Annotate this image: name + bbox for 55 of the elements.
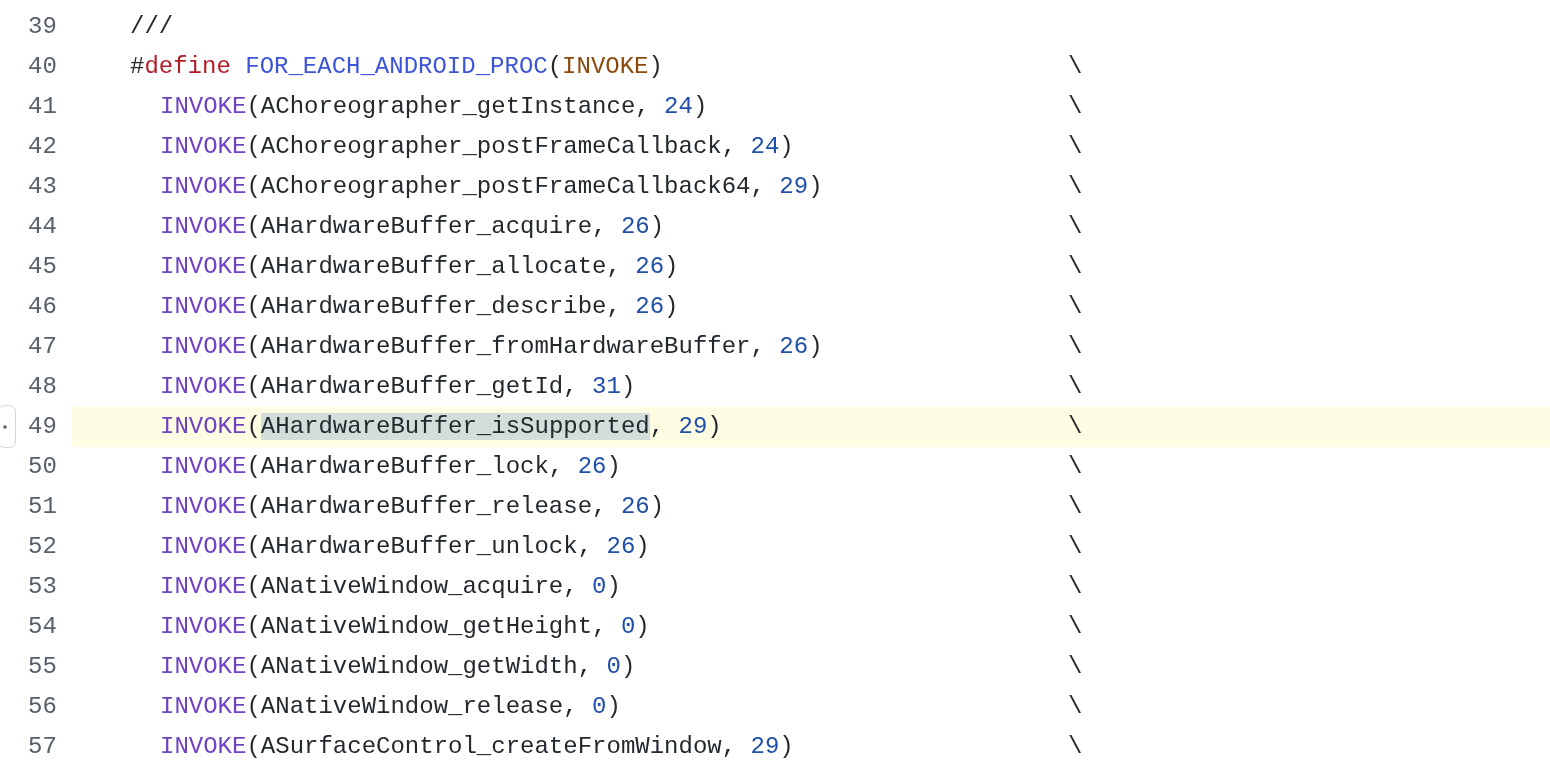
code-line: INVOKE(ANativeWindow_release, 0) xyxy=(160,694,621,720)
code-line: INVOKE(ANativeWindow_getWidth, 0) xyxy=(160,654,636,680)
line-number: 44 xyxy=(28,214,57,240)
line-number: 56 xyxy=(28,694,57,720)
line-continuation: \ xyxy=(1068,614,1083,640)
line-number: 43 xyxy=(28,174,57,200)
line-number: 51 xyxy=(28,494,57,520)
line-continuation: \ xyxy=(1068,734,1083,760)
line-continuation: \ xyxy=(1068,534,1083,560)
code-line: INVOKE(AHardwareBuffer_allocate, 26) xyxy=(160,254,679,280)
code-line: INVOKE(AHardwareBuffer_acquire, 26) xyxy=(160,214,665,240)
code-line: INVOKE(AHardwareBuffer_describe, 26) xyxy=(160,294,679,320)
code-line: INVOKE(ANativeWindow_getHeight, 0) xyxy=(160,614,650,640)
code-line: INVOKE(ANativeWindow_acquire, 0) xyxy=(160,574,621,600)
line-continuation: \ xyxy=(1068,494,1083,520)
line-number: 53 xyxy=(28,574,57,600)
line-continuation: \ xyxy=(1068,574,1083,600)
code-line: INVOKE(AChoreographer_postFrameCallback64, 29) xyxy=(160,174,823,200)
line-number: 47 xyxy=(28,334,57,360)
line-number: 48 xyxy=(28,374,57,400)
code-line: INVOKE(ASurfaceControl_createFromWindow, 29) xyxy=(160,734,794,760)
line-number: 41 xyxy=(28,94,57,120)
line-continuation: \ xyxy=(1068,174,1083,200)
line-continuation: \ xyxy=(1068,94,1083,120)
line-number: 40 xyxy=(28,54,57,80)
line-continuation: \ xyxy=(1068,654,1083,680)
line-number: 57 xyxy=(28,734,57,760)
line-number: 39 xyxy=(28,14,57,40)
code-line: INVOKE(AHardwareBuffer_getId, 31) xyxy=(160,374,636,400)
code-line: INVOKE(AChoreographer_getInstance, 24) xyxy=(160,94,708,120)
line-number: 55 xyxy=(28,654,57,680)
line-continuation: \ xyxy=(1068,294,1083,320)
line-continuation: \ xyxy=(1068,254,1083,280)
line-number: 49 xyxy=(28,414,57,440)
line-number: 45 xyxy=(28,254,57,280)
line-continuation: \ xyxy=(1068,54,1083,80)
code-comment: /// xyxy=(130,14,174,40)
code-line: INVOKE(AChoreographer_postFrameCallback, 24) xyxy=(160,134,794,160)
line-continuation: \ xyxy=(1068,374,1083,400)
line-continuation: \ xyxy=(1068,694,1083,720)
line-number: 50 xyxy=(28,454,57,480)
code-line: #define FOR_EACH_ANDROID_PROC(INVOKE) xyxy=(130,54,663,80)
line-number: 46 xyxy=(28,294,57,320)
code-line: INVOKE(AHardwareBuffer_release, 26) xyxy=(160,494,665,520)
line-continuation: \ xyxy=(1068,214,1083,240)
line-number: 42 xyxy=(28,134,57,160)
line-continuation: \ xyxy=(1068,454,1083,480)
line-continuation: \ xyxy=(1068,334,1083,360)
line-number: 54 xyxy=(28,614,57,640)
code-line: INVOKE(AHardwareBuffer_fromHardwareBuffer, 26) xyxy=(160,334,823,360)
line-continuation: \ xyxy=(1068,134,1083,160)
code-line: INVOKE(AHardwareBuffer_unlock, 26) xyxy=(160,534,650,560)
code-line: INVOKE(AHardwareBuffer_lock, 26) xyxy=(160,454,621,480)
line-number: 52 xyxy=(28,534,57,560)
line-continuation: \ xyxy=(1068,414,1083,440)
